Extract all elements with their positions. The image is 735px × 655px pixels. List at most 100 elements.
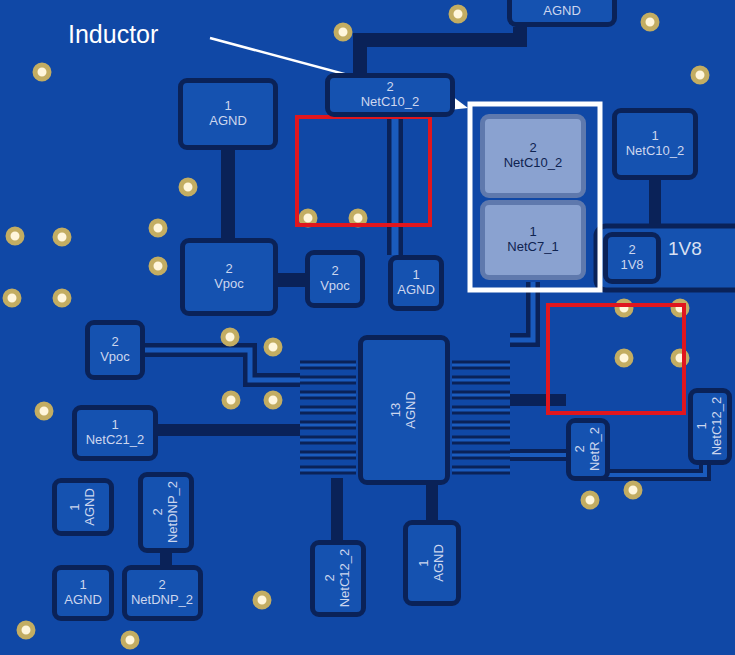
pcb-pad: 1AGND — [178, 78, 278, 150]
vias — [5, 7, 707, 647]
net-name: Vpoc — [214, 277, 244, 292]
pad-text-group: 2NetC10_2 — [504, 141, 563, 171]
pcb-pad: 1AGND — [52, 565, 114, 621]
pcb-pad: 1AGND — [388, 255, 444, 311]
pad-text-group: 2NetR_2 — [573, 427, 603, 471]
net-name: AGND — [404, 391, 419, 429]
pin-number: 1 — [209, 99, 247, 114]
pin-number: 2 — [620, 243, 643, 258]
pad-text-group: 1AGND — [64, 578, 102, 608]
via — [451, 7, 465, 21]
pad-text-group: 21V8 — [620, 243, 643, 273]
pcb-pad: 21V8 — [603, 232, 661, 284]
pad-text-group: 1AGND — [68, 488, 98, 526]
net-name: 1V8 — [620, 258, 643, 273]
pin-number: 1 — [397, 268, 435, 283]
net-name: NetC21_2 — [86, 433, 145, 448]
via — [643, 15, 657, 29]
callout-label-holder: Inductor — [68, 20, 158, 49]
net-name: NetC10_2 — [626, 144, 685, 159]
net-name: NetR_2 — [588, 427, 603, 471]
trace — [221, 150, 235, 238]
copper-area — [596, 226, 735, 290]
pad-text-group: 1NetC12_2 — [695, 397, 725, 456]
pcb-pad: 1AGND — [403, 520, 461, 606]
net-name: NetC10_2 — [361, 95, 420, 110]
via — [626, 483, 640, 497]
pin-number: 2 — [323, 549, 338, 608]
net-name: NetDNP_2 — [131, 593, 193, 608]
via — [224, 393, 238, 407]
via — [37, 404, 51, 418]
net-name: NetC10_2 — [504, 156, 563, 171]
net-name: Vpoc — [320, 279, 350, 294]
pad-text-group: AGND — [543, 4, 581, 19]
via — [301, 211, 315, 225]
trace — [387, 117, 403, 255]
pin-number: 2 — [361, 80, 420, 95]
via — [583, 493, 597, 507]
net-name: NetDNP_2 — [166, 481, 181, 543]
via — [351, 211, 365, 225]
via — [336, 25, 350, 39]
net-name: AGND — [209, 114, 247, 129]
pcb-pad: 2NetC12_2 — [310, 540, 366, 617]
pcb-pad: AGND — [507, 0, 617, 27]
pcb-pad: 2Vpoc — [305, 250, 365, 308]
pad-text-group: 2NetC10_2 — [361, 80, 420, 110]
pin-number: 2 — [573, 427, 588, 471]
via — [123, 633, 137, 647]
via — [8, 229, 22, 243]
trace-core — [392, 117, 399, 255]
inductor-outline — [470, 104, 600, 290]
via — [617, 351, 631, 365]
via — [55, 291, 69, 305]
pcb-pad: 1NetC10_2 — [612, 108, 698, 180]
pcb-pad: 1NetC12_2 — [688, 388, 732, 465]
via — [255, 593, 269, 607]
pin-number: 13 — [389, 391, 404, 429]
pad-text-group: 1AGND — [417, 544, 447, 582]
pin-number: 1 — [86, 418, 145, 433]
pad-text-group: 1AGND — [397, 268, 435, 298]
pad-text-group: 1NetC7_1 — [507, 225, 558, 255]
pad-text-group: 1AGND — [209, 99, 247, 129]
pad-text-group: 1NetC10_2 — [626, 129, 685, 159]
net-name: AGND — [397, 283, 435, 298]
traces — [145, 27, 705, 565]
pin-number: 2 — [504, 141, 563, 156]
net-name: AGND — [83, 488, 98, 526]
ic-pin-core — [300, 365, 356, 470]
pcb-pad: 13AGND — [358, 335, 450, 485]
pin-number: 1 — [64, 578, 102, 593]
via — [5, 291, 19, 305]
pad-text-group: 2Vpoc — [214, 262, 244, 292]
pin-number: 2 — [151, 481, 166, 543]
ic-pin-core — [452, 365, 510, 470]
callout-label: Inductor — [68, 20, 158, 48]
trace — [331, 478, 343, 540]
inductor-pad: 2NetC10_2 — [480, 114, 586, 198]
ic-pins — [452, 365, 510, 470]
net-name: AGND — [64, 593, 102, 608]
via — [55, 230, 69, 244]
net-label: 1V8 — [668, 238, 702, 259]
pin-number: 1 — [626, 129, 685, 144]
highlight-box — [297, 117, 430, 225]
pin-number: 1 — [507, 225, 558, 240]
net-name: NetC12_2 — [710, 397, 725, 456]
pcb-pad: 2NetR_2 — [566, 418, 610, 481]
pad-text-group: 2Vpoc — [100, 335, 130, 365]
pad-text-group: 2NetDNP_2 — [131, 578, 193, 608]
pcb-pad: 2NetDNP_2 — [138, 472, 194, 553]
ic-pins — [300, 365, 356, 470]
pad-text-group: 2NetDNP_2 — [151, 481, 181, 543]
net-name: NetC12_2 — [338, 549, 353, 608]
net-label-holder: 1V8 — [668, 238, 702, 260]
via — [693, 68, 707, 82]
inductor-pad: 1NetC7_1 — [480, 200, 586, 280]
pcb-pad: 2Vpoc — [180, 238, 278, 316]
pcb-pad: 1AGND — [52, 478, 114, 536]
